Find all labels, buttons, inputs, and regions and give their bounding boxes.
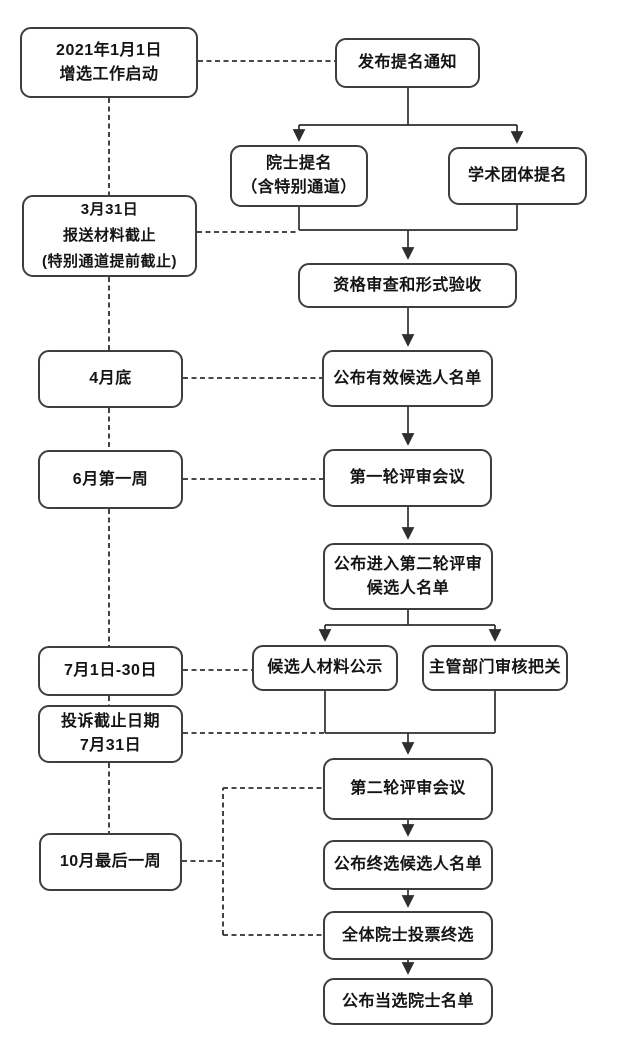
node-label: 10月最后一周 [59, 853, 162, 870]
node-label: 3月31日 报送材料截止 (特别通道提前截止) [42, 201, 177, 270]
timeline-node-july-1-30: 7月1日-30日 [38, 646, 183, 696]
node-label: 7月1日-30日 [64, 662, 157, 679]
process-node-second-round-candidates-list: 公布进入第二轮评审 候选人名单 [323, 543, 493, 610]
node-label: 学术团体提名 [467, 167, 567, 184]
process-node-second-round-review: 第二轮评审会议 [323, 758, 493, 820]
node-label: 6月第一周 [72, 470, 149, 488]
node-label: 4月底 [89, 370, 132, 387]
timeline-node-first-week-june: 6月第一周 [38, 450, 183, 509]
node-label: 发布提名通知 [357, 54, 457, 71]
process-node-elected-list: 公布当选院士名单 [323, 978, 493, 1025]
timeline-node-end-april: 4月底 [38, 350, 183, 408]
process-node-academician-nomination: 院士提名 （含特别通道） [230, 145, 368, 207]
node-label: 公布进入第二轮评审 候选人名单 [333, 555, 483, 597]
node-label: 公布有效候选人名单 [333, 369, 482, 387]
node-label: 公布终选候选人名单 [333, 856, 483, 873]
node-label: 投诉截止日期 7月31日 [60, 713, 160, 754]
process-node-final-candidates-list: 公布终选候选人名单 [323, 840, 493, 890]
node-label: 第一轮评审会议 [349, 469, 466, 486]
process-node-valid-candidates-list: 公布有效候选人名单 [322, 350, 493, 407]
process-node-materials-publicity: 候选人材料公示 [252, 645, 398, 691]
process-node-qualification-review: 资格审查和形式验收 [298, 263, 517, 308]
timeline-node-complaint-deadline: 投诉截止日期 7月31日 [38, 705, 183, 763]
process-node-authority-check: 主管部门审核把关 [422, 645, 568, 691]
process-node-first-round-review: 第一轮评审会议 [323, 449, 492, 507]
node-label: 院士提名 （含特别通道） [241, 155, 357, 196]
node-label: 资格审查和形式验收 [333, 276, 482, 294]
process-node-society-nomination: 学术团体提名 [448, 147, 587, 205]
node-label: 全体院士投票终选 [341, 926, 474, 944]
node-label: 候选人材料公示 [267, 659, 383, 676]
timeline-node-start-date: 2021年1月1日 增选工作启动 [20, 27, 198, 98]
node-label: 2021年1月1日 增选工作启动 [56, 41, 162, 83]
node-label: 主管部门审核把关 [428, 659, 561, 676]
process-node-publish-notice: 发布提名通知 [335, 38, 480, 88]
timeline-node-last-week-october: 10月最后一周 [39, 833, 182, 891]
node-label: 公布当选院士名单 [341, 992, 474, 1010]
node-label: 第二轮评审会议 [350, 780, 466, 797]
timeline-node-submission-deadline: 3月31日 报送材料截止 (特别通道提前截止) [22, 195, 197, 277]
dashed-links [182, 60, 335, 936]
process-node-final-vote: 全体院士投票终选 [323, 911, 493, 960]
